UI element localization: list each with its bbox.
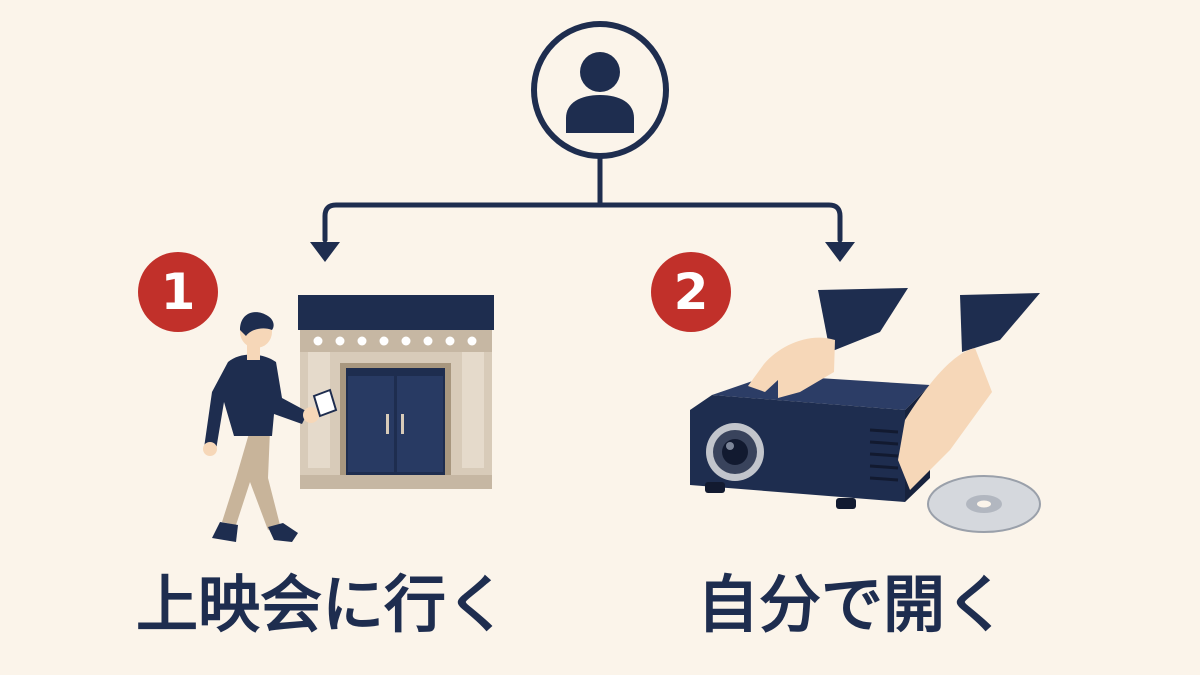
walking-person-icon: [203, 312, 338, 542]
movie-theater-icon: [298, 295, 494, 489]
arrow-head-left: [310, 242, 340, 262]
user-icon: [531, 21, 669, 159]
disc-icon: [927, 475, 1041, 533]
arrow-head-right: [825, 242, 855, 262]
step-number-badge-2: 2: [651, 252, 731, 332]
step-number-badge-1: 1: [138, 252, 218, 332]
projector-icon: [690, 288, 1040, 509]
option-label-1: 上映会に行く: [135, 568, 508, 641]
branch-connector: [322, 153, 843, 243]
option-label-2: 自分で開く: [696, 568, 1007, 641]
